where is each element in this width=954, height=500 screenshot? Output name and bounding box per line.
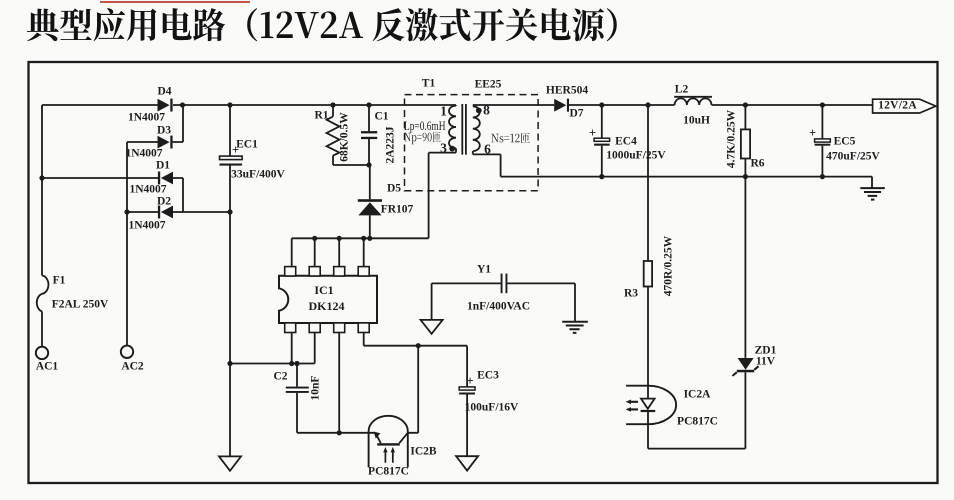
label-ac2: AC2: [121, 359, 144, 372]
ac-terminal-circles: [34, 344, 135, 361]
diode-d5-symbol: [357, 199, 382, 216]
label-t1-lp: Lp=0.6mH: [404, 118, 446, 133]
label-d7-part: HER504: [545, 83, 589, 96]
label-d3-part: 1N4007: [125, 146, 163, 159]
diode-d7-symbol: [554, 98, 569, 112]
label-ic2b-part: PC817C: [368, 465, 409, 478]
label-ic2a-part: PC817C: [677, 414, 718, 427]
label-r1-ref: R1: [314, 109, 329, 122]
label-t1-pin1: 1: [440, 103, 447, 119]
label-ec1-plus: +: [231, 142, 240, 157]
label-output: 12V/2A: [878, 99, 917, 112]
resistor-r6-symbol: [740, 128, 752, 160]
ground-arrow-symbols: [217, 318, 480, 473]
label-d1-part: 1N4007: [129, 182, 167, 195]
label-ic2a-ref: IC2A: [683, 388, 711, 401]
label-d4-part: 1N4007: [127, 110, 166, 123]
ic1-chip-symbol: [278, 265, 378, 334]
label-f1-value: F2AL 250V: [51, 298, 109, 311]
label-f1-ref: F1: [52, 274, 66, 287]
fuse-f1-symbol: [35, 274, 50, 313]
label-d3-ref: D3: [156, 123, 172, 136]
transformer-t1-symbol: [403, 93, 539, 192]
label-ec3-plus: +: [466, 373, 474, 388]
label-y1-ref: Y1: [476, 262, 492, 275]
label-ec4-value: 1000uF/25V: [606, 148, 666, 161]
circuit-wires: [41, 95, 873, 457]
label-ec5-plus: +: [808, 125, 817, 140]
capacitor-c1-symbol: [361, 131, 378, 140]
bridge-diode-symbols: [157, 98, 173, 219]
label-ac1: AC1: [35, 359, 59, 372]
resistor-r1-symbol: [324, 115, 342, 157]
label-t1-ns-glyphs: [491, 132, 530, 143]
label-ec1-ref: EC1: [236, 137, 258, 150]
label-ic1-ref: IC1: [314, 283, 334, 297]
label-t1-ref: T1: [421, 76, 436, 89]
label-r6-ref: R6: [750, 156, 765, 169]
label-r1-value: 68K/0.5W: [337, 111, 350, 162]
label-d5-ref: D5: [386, 181, 402, 194]
label-d2-ref: D2: [156, 194, 172, 207]
zener-zd1-symbol: [731, 358, 760, 377]
label-t1-pin3: 3: [440, 139, 447, 155]
label-c1-value: 2A223J: [383, 125, 396, 164]
schematic-border-rect: [27, 60, 939, 485]
capacitor-c2-symbol: [285, 386, 309, 393]
label-d5-part: FR107: [380, 202, 414, 215]
label-t1-np-glyphs: [403, 131, 441, 145]
label-t1-pin6: 6: [484, 140, 491, 156]
label-l2-value: 10uH: [683, 114, 710, 127]
label-d7-ref: D7: [569, 106, 584, 119]
label-ic1-part: DK124: [308, 298, 345, 313]
label-ec1-value: 33uF/400V: [231, 168, 285, 181]
label-ec5-ref: EC5: [833, 135, 856, 148]
label-c1-ref: C1: [374, 109, 389, 122]
optocoupler-ic2b-symbol: [367, 414, 409, 468]
output-tag-shape: [871, 98, 938, 114]
label-ec5-value: 470uF/25V: [826, 149, 880, 162]
label-r3-value: 470R/0.25W: [661, 235, 674, 297]
label-c2-value: 10nF: [308, 375, 321, 401]
label-ec4-plus: +: [588, 125, 597, 140]
label-t1-core: EE25: [474, 77, 502, 90]
capacitor-ec4-symbol: [593, 137, 611, 146]
optocoupler-ic2a-symbol: [625, 384, 678, 426]
label-r6-value: 4.7K/0.25W: [724, 109, 737, 168]
label-ec3-ref: EC3: [477, 369, 499, 382]
capacitor-ec3-symbol: [458, 386, 476, 395]
capacitor-y1-symbol: [500, 273, 508, 294]
label-ic2b-ref: IC2B: [410, 444, 437, 457]
label-ec4-ref: EC4: [615, 134, 637, 147]
label-zd1-ref: ZD1: [754, 343, 777, 356]
label-l2-ref: L2: [674, 82, 689, 95]
label-d2-part: 1N4007: [128, 218, 166, 231]
junction-dots: [39, 102, 826, 436]
label-r3-ref: R3: [623, 287, 639, 300]
inductor-l2-symbol: [673, 97, 713, 106]
page-title-glyphs: [26, 8, 617, 42]
capacitor-ec1-symbol: [218, 155, 243, 166]
red-marker-line: [100, 0, 250, 3]
resistor-r3-symbol: [642, 260, 654, 288]
label-d4-ref: D4: [157, 85, 172, 98]
label-ec3-value: 100uF/16V: [464, 401, 519, 414]
label-t1-pin8: 8: [483, 101, 490, 117]
capacitor-ec5-symbol: [813, 138, 832, 146]
label-d1-ref: D1: [155, 159, 171, 172]
label-zd1-value: 11V: [755, 354, 776, 367]
label-y1-value: 1nF/400VAC: [466, 299, 531, 312]
label-c2-ref: C2: [273, 370, 288, 383]
earth-ground-symbols: [562, 187, 885, 334]
